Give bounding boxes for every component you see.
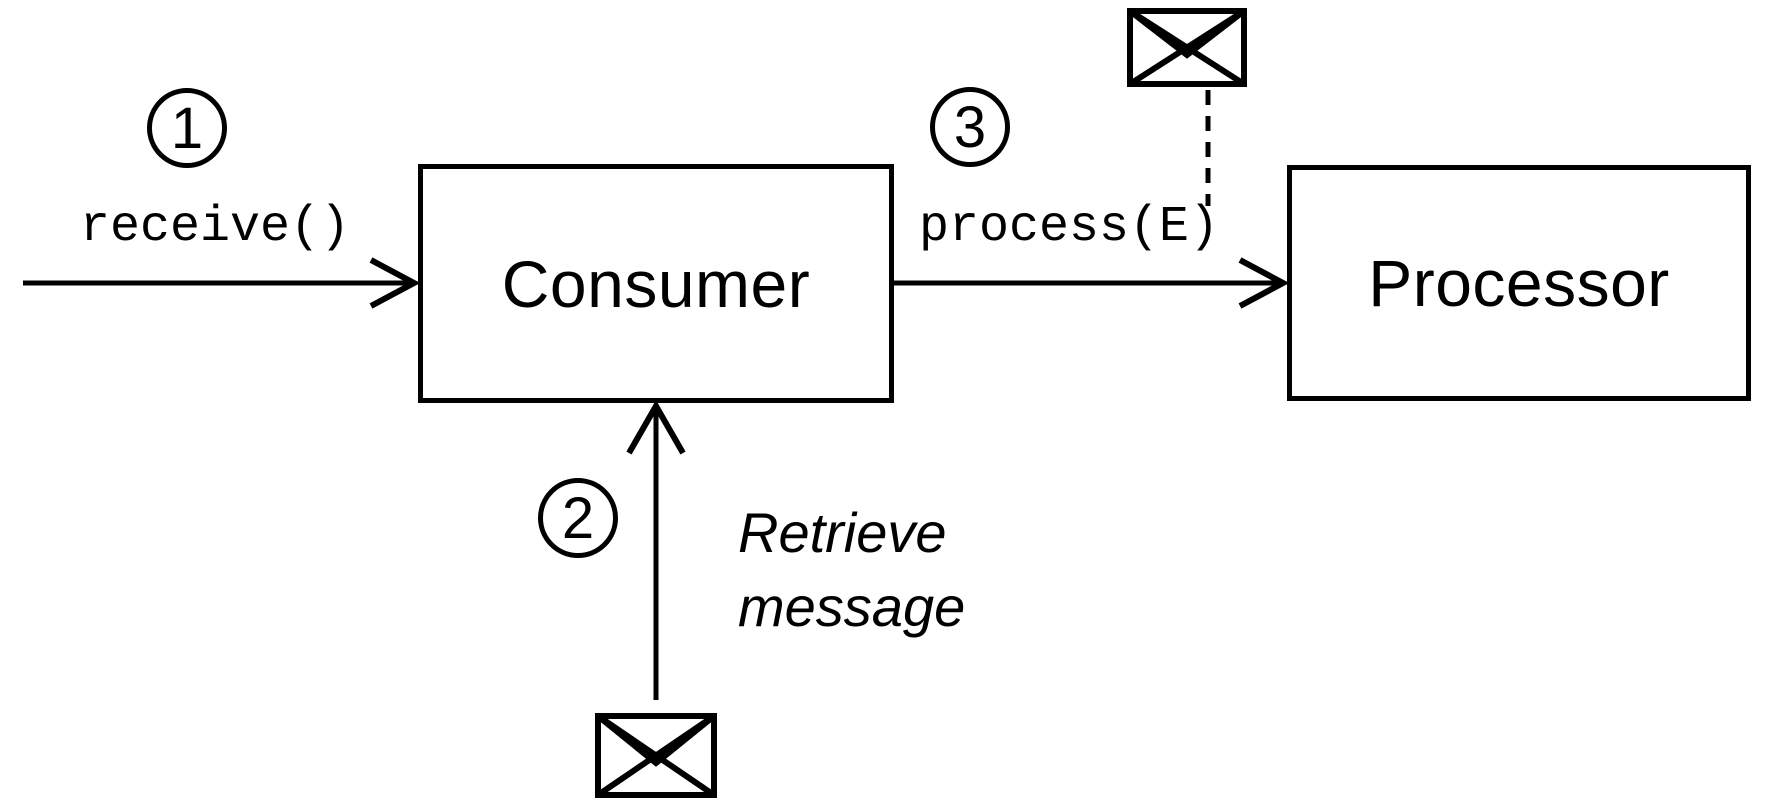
step-2-number: 2 [561, 485, 595, 551]
process-arrow [893, 257, 1290, 309]
message-envelope-icon [1127, 8, 1247, 87]
receive-arrow [23, 257, 421, 309]
processor-box: Processor [1287, 165, 1751, 401]
retrieve-arrow [626, 399, 686, 700]
receive-label: receive() [80, 199, 351, 256]
step-1-badge: 1 [147, 88, 227, 168]
processor-label: Processor [1368, 246, 1670, 320]
retrieve-message-line1: Retrieve [738, 501, 947, 564]
consumer-label: Consumer [501, 246, 811, 321]
process-label: process(E) [919, 199, 1220, 256]
retrieve-message-label: Retrieve message [738, 496, 965, 644]
step-3-number: 3 [953, 94, 987, 160]
step-2-badge: 2 [538, 478, 618, 558]
step-1-number: 1 [170, 95, 204, 161]
step-3-badge: 3 [930, 87, 1010, 167]
retrieve-message-line2: message [738, 575, 966, 638]
consumer-box: Consumer [418, 164, 894, 403]
message-envelope-icon [595, 713, 717, 798]
